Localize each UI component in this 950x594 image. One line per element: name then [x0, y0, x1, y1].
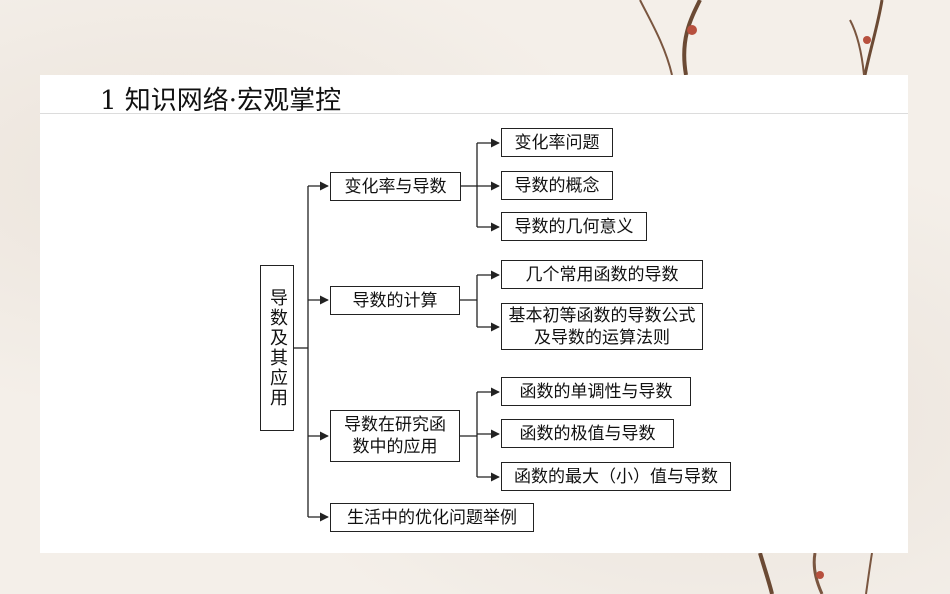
leaf-node: 导数的几何意义: [501, 212, 647, 241]
branch-node-derivative-calc: 导数的计算: [330, 286, 460, 315]
title-divider: [40, 113, 908, 114]
slide-panel: [40, 75, 908, 553]
slide-title: 1 知识网络·宏观掌控: [100, 86, 342, 116]
leaf-node: 函数的单调性与导数: [501, 377, 691, 406]
branch-node-optimization: 生活中的优化问题举例: [330, 503, 534, 532]
leaf-node: 函数的最大（小）值与导数: [501, 462, 731, 491]
leaf-node: 几个常用函数的导数: [501, 260, 703, 289]
leaf-node: 变化率问题: [501, 128, 613, 157]
leaf-node: 基本初等函数的导数公式及导数的运算法则: [501, 303, 703, 350]
leaf-node: 导数的概念: [501, 171, 613, 200]
branch-node-derivative-application: 导数在研究函数中的应用: [330, 410, 460, 462]
leaf-node: 函数的极值与导数: [501, 419, 674, 448]
root-node: 导数及其应用: [260, 265, 294, 431]
branch-node-rate-derivative: 变化率与导数: [330, 172, 461, 201]
